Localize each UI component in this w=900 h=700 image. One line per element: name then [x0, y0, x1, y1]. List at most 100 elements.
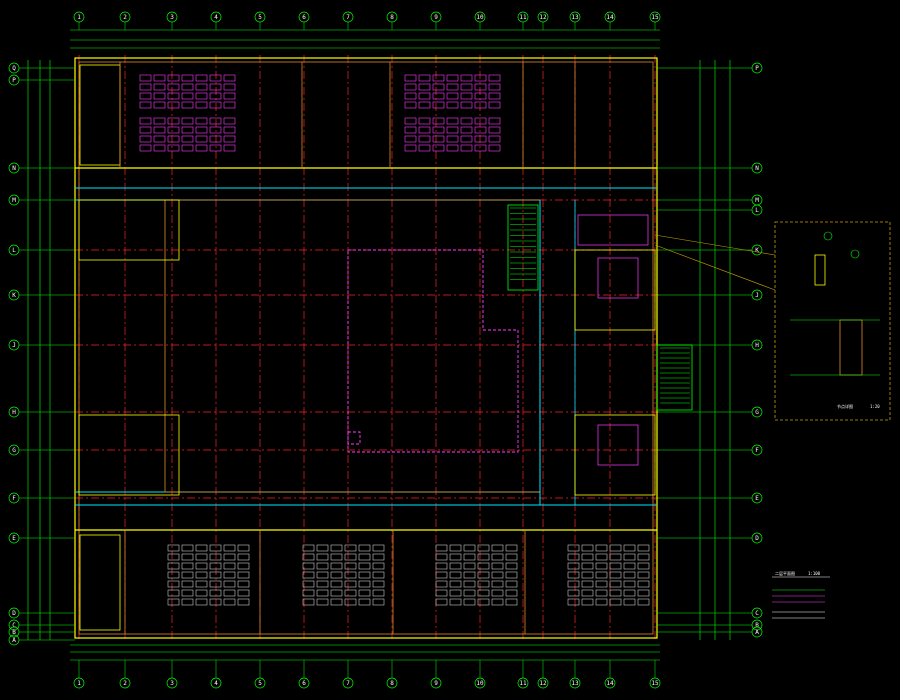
desk	[567, 589, 580, 597]
desk	[474, 117, 487, 125]
desk	[449, 562, 462, 570]
desk	[418, 126, 431, 134]
drawing-title: 二层平面图	[775, 570, 795, 576]
desk	[595, 544, 608, 552]
desk	[209, 598, 222, 606]
grid-bubble-left-label: N	[12, 165, 16, 172]
desk	[404, 83, 417, 91]
grid-bubble-left-label: D	[12, 610, 16, 617]
desk	[581, 580, 594, 588]
desk	[372, 562, 385, 570]
grid-bubble-left-label: E	[12, 535, 16, 542]
desk	[195, 117, 208, 125]
desk	[567, 544, 580, 552]
desk	[637, 598, 650, 606]
desk	[237, 562, 250, 570]
desk	[404, 117, 417, 125]
desk	[474, 92, 487, 100]
grid-bubble-left-label: B	[12, 629, 16, 636]
desk	[153, 83, 166, 91]
desk	[418, 144, 431, 152]
grid-bubble-bottom-label: 15	[651, 680, 659, 687]
desk	[418, 101, 431, 109]
desk	[223, 562, 236, 570]
desk	[139, 74, 152, 82]
desk	[477, 580, 490, 588]
desk	[181, 92, 194, 100]
desk	[435, 580, 448, 588]
desk	[167, 571, 180, 579]
desk	[460, 117, 473, 125]
desk	[449, 598, 462, 606]
building-walls	[74, 57, 693, 639]
desk	[209, 83, 222, 91]
desk	[167, 589, 180, 597]
grid-bubble-bottom-label: 4	[214, 680, 218, 687]
desk	[581, 598, 594, 606]
desk	[460, 83, 473, 91]
desk	[181, 135, 194, 143]
desk	[209, 144, 222, 152]
desk	[404, 126, 417, 134]
desk	[153, 74, 166, 82]
desk	[609, 571, 622, 579]
desk	[358, 589, 371, 597]
desk	[209, 117, 222, 125]
desk	[505, 571, 518, 579]
desk	[181, 126, 194, 134]
desk	[463, 580, 476, 588]
desk	[167, 83, 180, 91]
desk	[463, 589, 476, 597]
desk	[488, 74, 501, 82]
desk	[474, 144, 487, 152]
grid-bubble-top-label: 8	[390, 14, 394, 21]
desk	[463, 553, 476, 561]
desk	[223, 580, 236, 588]
desk	[139, 135, 152, 143]
desk	[432, 92, 445, 100]
desk	[432, 74, 445, 82]
desk	[460, 92, 473, 100]
desk	[167, 101, 180, 109]
desk	[167, 580, 180, 588]
detail-box: 节点详图 1:20	[654, 221, 891, 421]
desk	[372, 553, 385, 561]
desk	[302, 544, 315, 552]
atrium-dashed-outline	[347, 249, 519, 453]
grid-bubble-bottom-label: 8	[390, 680, 394, 687]
desk	[623, 580, 636, 588]
grid-bubble-top-label: 10	[476, 14, 484, 21]
desk	[637, 580, 650, 588]
desk	[623, 562, 636, 570]
grid-bubble-top-label: 7	[346, 14, 350, 21]
desk	[432, 144, 445, 152]
desk	[302, 589, 315, 597]
desk	[418, 92, 431, 100]
desk	[372, 571, 385, 579]
desk	[435, 544, 448, 552]
desk	[181, 562, 194, 570]
desk	[167, 553, 180, 561]
desk	[344, 589, 357, 597]
grid-bubble-left-label: Q	[12, 65, 16, 72]
desk	[446, 144, 459, 152]
desk	[181, 589, 194, 597]
desk	[302, 571, 315, 579]
desk	[195, 83, 208, 91]
desk	[181, 74, 194, 82]
desk	[446, 117, 459, 125]
desk	[435, 589, 448, 597]
desk	[139, 126, 152, 134]
desk	[223, 598, 236, 606]
desk	[449, 589, 462, 597]
grid-bubble-right-label: P	[755, 65, 759, 72]
desk	[181, 571, 194, 579]
desk	[316, 589, 329, 597]
desk	[609, 589, 622, 597]
desk	[195, 144, 208, 152]
desk	[581, 589, 594, 597]
desk	[609, 580, 622, 588]
desk	[209, 571, 222, 579]
desk	[446, 74, 459, 82]
grid-bubble-left-label: L	[12, 247, 16, 254]
